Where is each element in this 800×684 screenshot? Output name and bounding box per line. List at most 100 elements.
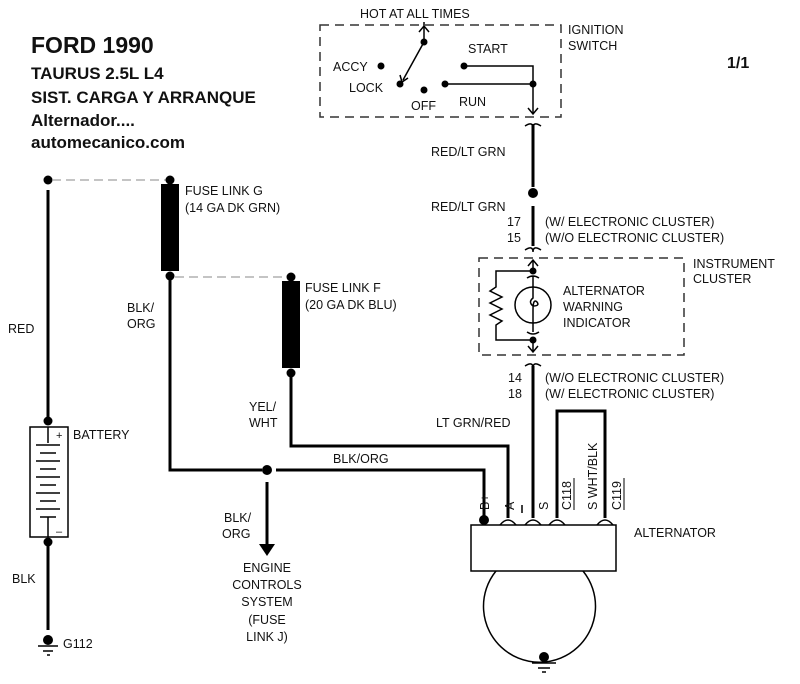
off-contact xyxy=(420,86,428,94)
ground-dot xyxy=(43,635,53,645)
hot-at-all-times-label: HOT AT ALL TIMES xyxy=(360,7,470,21)
lt-grn-red-label: LT GRN/RED xyxy=(436,416,511,430)
instrument-cluster: INSTRUMENT CLUSTER ALTERNATOR WARNING IN… xyxy=(478,257,775,356)
switch-arm xyxy=(399,41,425,84)
pin-18-label: 18 xyxy=(508,387,522,401)
off-label: OFF xyxy=(411,99,436,113)
terminal-s: S xyxy=(537,502,551,510)
pin-18-note: (W/ ELECTRONIC CLUSTER) xyxy=(545,387,714,401)
engine-controls-line-1: ENGINE xyxy=(243,561,291,575)
red-lt-grn-label-2: RED/LT GRN xyxy=(431,200,506,214)
engine-controls-line-4: (FUSE xyxy=(248,613,286,627)
yel-wht-label-1: YEL/ xyxy=(249,400,277,414)
fuse-link-g-icon xyxy=(161,184,179,271)
alternator: ALTERNATOR B+ A S C118 S WHT/BLK C119 xyxy=(470,409,716,673)
power-junction-dot xyxy=(43,175,53,185)
cluster-output-arrow xyxy=(527,340,539,354)
battery-negative-dot xyxy=(43,537,53,547)
pin-17-note: (W/ ELECTRONIC CLUSTER) xyxy=(545,215,714,229)
accy-label: ACCY xyxy=(333,60,368,74)
pin-14-note: (W/O ELECTRONIC CLUSTER) xyxy=(545,371,724,385)
website: automecanico.com xyxy=(31,133,185,152)
fuse-g-top-dot xyxy=(165,175,175,185)
alternator-body xyxy=(470,524,617,572)
lock-label: LOCK xyxy=(349,81,384,95)
page-number: 1/1 xyxy=(727,55,749,72)
blk-org-wire-left xyxy=(168,280,262,472)
accy-contact xyxy=(377,62,385,70)
terminal-connectors xyxy=(499,519,614,526)
blk-org-b-plus-wire xyxy=(276,468,486,518)
blk-org-h-label: BLK/ORG xyxy=(333,452,389,466)
fuse-g-label: FUSE LINK G xyxy=(185,184,263,198)
engine-controls-splice xyxy=(262,465,272,475)
fuse-link-f-icon xyxy=(282,281,300,368)
run-label: RUN xyxy=(459,95,486,109)
switch-output-arrow xyxy=(527,107,539,116)
blk-org-label-1: BLK/ xyxy=(127,301,155,315)
battery-cells-icon xyxy=(36,427,60,537)
blk-org-down-label-2: ORG xyxy=(222,527,250,541)
ground-label: G112 xyxy=(63,637,93,651)
instrument-cluster-label-2: CLUSTER xyxy=(693,272,751,286)
pin-17-label: 17 xyxy=(507,215,521,229)
fuse-f-top-dot xyxy=(286,272,296,282)
battery-icon xyxy=(29,426,69,538)
ground-icon xyxy=(38,645,58,656)
diagram-title: FORD 1990 xyxy=(31,32,154,58)
pin-15-label: 15 xyxy=(507,231,521,245)
battery-minus: – xyxy=(56,526,63,538)
vehicle-model: TAURUS 2.5L L4 xyxy=(31,64,164,83)
fuse-link-f: FUSE LINK F (20 GA DK BLU) YEL/ WHT xyxy=(249,272,510,518)
wht-blk-label: S WHT/BLK xyxy=(586,442,600,510)
terminal-c118: C118 xyxy=(560,481,574,510)
indicator-wire: 14 18 (W/O ELECTRONIC CLUSTER) (W/ ELECT… xyxy=(436,363,724,518)
fuse-f-spec: (20 GA DK BLU) xyxy=(305,298,397,312)
start-label: START xyxy=(468,42,508,56)
alternator-ground-icon xyxy=(532,662,556,673)
ignition-feed-wire: RED/LT GRN RED/LT GRN 17 15 (W/ ELECTRON… xyxy=(431,123,724,253)
fuse-g-spec: (14 GA DK GRN) xyxy=(185,201,280,215)
battery-label: BATTERY xyxy=(73,428,130,442)
subject: Alternador.... xyxy=(31,111,135,130)
indicator-label-2: WARNING xyxy=(563,300,623,314)
engine-controls-line-3: SYSTEM xyxy=(241,595,292,609)
run-start-bus xyxy=(445,65,534,113)
fuse-f-bottom-dot xyxy=(286,368,296,378)
red-lt-grn-label-1: RED/LT GRN xyxy=(431,145,506,159)
resistor-icon xyxy=(488,270,533,341)
battery-positive-dot xyxy=(43,416,53,426)
battery-plus: + xyxy=(56,430,62,442)
engine-controls-label: ENGINE CONTROLS SYSTEM (FUSE LINK J) xyxy=(232,561,301,644)
ignition-switch: HOT AT ALL TIMES IGNITION SWITCH ACCY LO… xyxy=(319,7,624,118)
terminal-a: A xyxy=(503,501,517,510)
ignition-switch-boundary xyxy=(319,24,562,118)
ignition-switch-label-2: SWITCH xyxy=(568,39,617,53)
b-plus-terminal-dot xyxy=(479,515,489,525)
yel-wht-a-wire xyxy=(289,377,510,518)
fuse-f-label: FUSE LINK F xyxy=(305,281,381,295)
instrument-cluster-label: INSTRUMENT xyxy=(693,257,775,271)
system-name: SIST. CARGA Y ARRANQUE xyxy=(31,88,256,107)
fuse-link-g: FUSE LINK G (14 GA DK GRN) BLK/ ORG xyxy=(127,175,287,472)
b-plus-circuit: BLK/ORG BLK/ ORG ENGINE CONTROLS SYSTEM … xyxy=(222,452,486,644)
yel-wht-label-2: WHT xyxy=(249,416,278,430)
lamp-filament-icon xyxy=(526,275,540,335)
blk-wire-label: BLK xyxy=(12,572,36,586)
engine-controls-line-5: LINK J) xyxy=(246,630,288,644)
splice-dot xyxy=(528,188,538,198)
alternator-ground-dot xyxy=(539,652,549,662)
terminal-c119: C119 xyxy=(610,481,624,510)
pin-14-label: 14 xyxy=(508,371,522,385)
header: FORD 1990 TAURUS 2.5L L4 SIST. CARGA Y A… xyxy=(31,32,749,152)
terminal-b-plus: B+ xyxy=(478,494,492,510)
battery-circuit: RED + – BATTERY BLK G112 xyxy=(8,175,166,656)
blk-org-down-label-1: BLK/ xyxy=(224,511,252,525)
fuse-g-bottom-dot xyxy=(165,271,175,281)
red-wire-label: RED xyxy=(8,322,34,336)
engine-controls-line-2: CONTROLS xyxy=(232,578,301,592)
alternator-icon xyxy=(482,570,597,663)
arrow-down-icon xyxy=(259,544,275,556)
instrument-cluster-boundary xyxy=(478,257,685,356)
